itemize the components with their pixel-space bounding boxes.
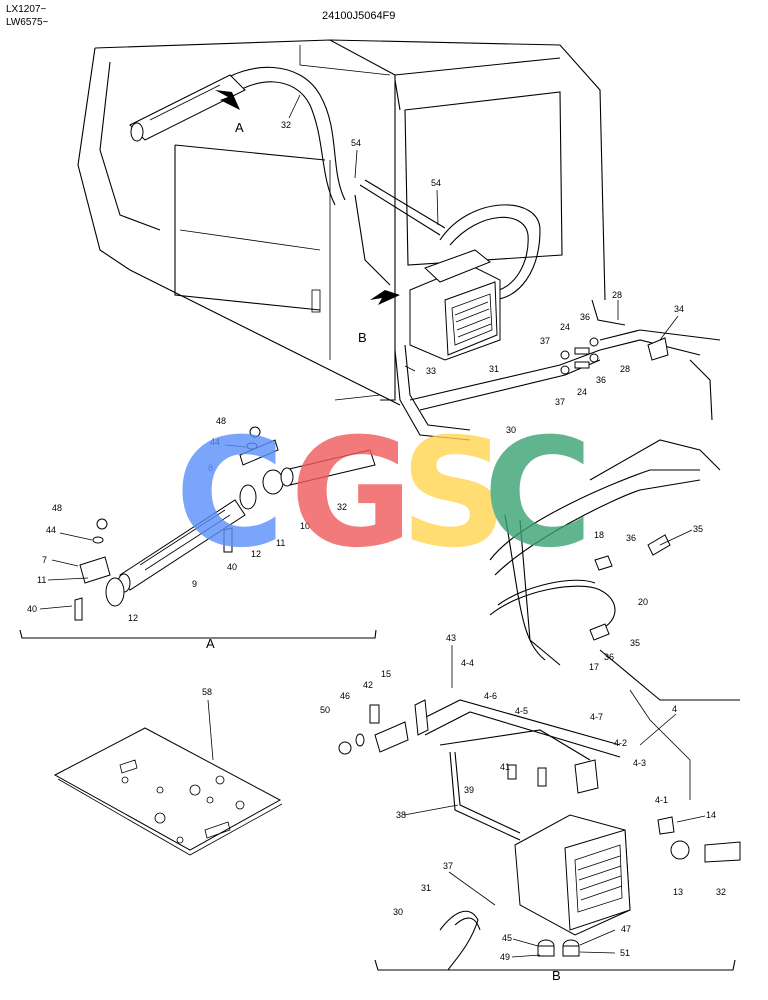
cgsc-watermark: C G S C — [175, 407, 593, 581]
callout: 4-7 — [590, 712, 603, 722]
callout: 17 — [589, 662, 599, 672]
callout: 4-5 — [515, 706, 528, 716]
leader-lines — [39, 94, 706, 958]
detail-b-assembly — [338, 689, 741, 971]
callout: 4 — [672, 704, 677, 714]
callout: 9 — [192, 579, 197, 589]
callout: 30 — [506, 425, 516, 435]
callout: 30 — [393, 907, 403, 917]
watermark-letter-s: S — [400, 407, 508, 581]
callout: 24 — [577, 387, 587, 397]
callout: 39 — [464, 785, 474, 795]
callout: 32 — [281, 120, 291, 130]
callout: 7 — [42, 555, 47, 565]
callout: 10 — [300, 521, 310, 531]
callout: 31 — [421, 883, 431, 893]
watermark-letter-g: G — [290, 407, 413, 581]
callout: 4-4 — [461, 658, 474, 668]
callout: 45 — [502, 933, 512, 943]
callout: 35 — [693, 524, 703, 534]
callout: 4-3 — [633, 758, 646, 768]
callout: 42 — [363, 680, 373, 690]
callout: 4-1 — [655, 795, 668, 805]
watermark-letter-c1: C — [175, 407, 285, 581]
callout: 36 — [626, 533, 636, 543]
view-label-b: B — [358, 330, 367, 345]
fittings-24-36-37 — [560, 337, 669, 375]
view-label-a: A — [235, 120, 244, 135]
callout: 51 — [620, 948, 630, 958]
callout-labels: 32 54 54 28 34 36 24 37 28 36 24 37 31 3… — [27, 120, 726, 962]
floor-plate-58 — [53, 727, 283, 856]
callout: 12 — [251, 549, 261, 559]
callout: 37 — [555, 397, 565, 407]
duct-32-upper — [129, 66, 346, 206]
heater-unit-upper — [409, 249, 501, 361]
callout: 37 — [540, 336, 550, 346]
callout: 46 — [340, 691, 350, 701]
callout: 36 — [596, 375, 606, 385]
callout: 36 — [580, 312, 590, 322]
callout: 38 — [396, 810, 406, 820]
callout: 36 — [604, 652, 614, 662]
callout: 54 — [431, 178, 441, 188]
callout: 31 — [489, 364, 499, 374]
callout: 34 — [674, 304, 684, 314]
callout: 44 — [210, 437, 220, 447]
callout: 40 — [27, 604, 37, 614]
section-label-b: B — [552, 968, 561, 983]
callout: 13 — [673, 887, 683, 897]
model-serial-line-2: LW6575~ — [6, 17, 49, 28]
callout: 11 — [37, 575, 46, 585]
callout: 4-6 — [484, 691, 497, 701]
cab-outline — [77, 39, 626, 406]
callout: 14 — [706, 810, 716, 820]
hose-routing-35 — [489, 439, 740, 701]
callout: 4-2 — [614, 738, 627, 748]
callout: 37 — [443, 861, 453, 871]
callout: 58 — [202, 687, 212, 697]
callout: 47 — [621, 924, 631, 934]
callout: 50 — [320, 705, 330, 715]
callout: 8 — [208, 463, 213, 473]
callout: 20 — [638, 597, 648, 607]
callout: 18 — [594, 530, 604, 540]
callout: 12 — [128, 613, 138, 623]
callout: 32 — [716, 887, 726, 897]
detail-a-assembly — [19, 426, 377, 639]
callout: 49 — [500, 952, 510, 962]
watermark-letter-c2: C — [483, 407, 593, 581]
callout: 24 — [560, 322, 570, 332]
callout: 48 — [52, 503, 62, 513]
callout: 54 — [351, 138, 361, 148]
model-serial-line-1: LX1207~ — [6, 4, 47, 15]
arrow-a-icon — [215, 90, 240, 110]
callout: 40 — [227, 562, 237, 572]
callout: 28 — [620, 364, 630, 374]
callout: 15 — [381, 669, 391, 679]
callout: 43 — [446, 633, 456, 643]
callout: 35 — [630, 638, 640, 648]
section-label-a: A — [206, 636, 215, 651]
callout: 33 — [426, 366, 436, 376]
callout: 48 — [216, 416, 226, 426]
arrow-b-icon — [370, 290, 400, 305]
callout: 41 — [500, 762, 510, 772]
drawing-number: 24100J5064F9 — [322, 10, 396, 22]
callout: 32 — [337, 502, 347, 512]
callout: 28 — [612, 290, 622, 300]
callout: 44 — [46, 525, 56, 535]
callout: 11 — [276, 538, 285, 548]
